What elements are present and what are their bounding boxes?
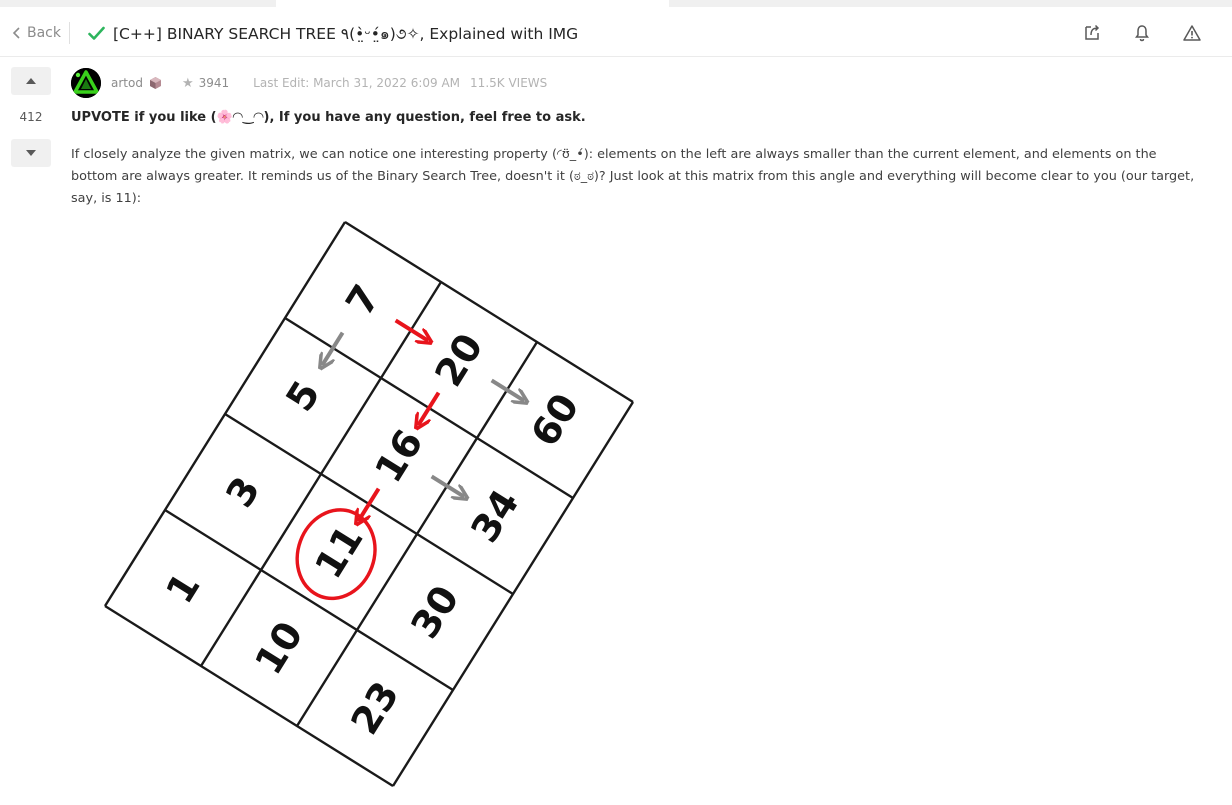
post-heading: UPVOTE if you like (🌸◠‿◠), If you have a… (71, 110, 586, 125)
matrix-cell-value: 10 (246, 614, 311, 682)
post-title-text: [C++] BINARY SEARCH TREE ٩(•̤̀ᵕ•̤́๑)૭✧, … (113, 24, 579, 43)
grid-line (199, 281, 443, 667)
matrix-cell-value: 60 (522, 386, 587, 454)
subscribe-button[interactable] (1132, 23, 1152, 43)
share-icon (1085, 24, 1100, 40)
avatar[interactable] (71, 68, 101, 98)
grid-line (164, 508, 454, 692)
search-path-arrow (394, 318, 429, 340)
back-button[interactable]: Back (12, 24, 61, 42)
triangle-down-icon (26, 150, 36, 156)
grid-line (103, 221, 347, 607)
post-paragraph: If closely analyze the given matrix, we … (71, 147, 1195, 206)
star-icon: ★ (181, 75, 194, 91)
search-arrows (295, 318, 525, 601)
downvote-button[interactable] (11, 139, 51, 167)
vote-panel: 412 (11, 67, 51, 167)
header-divider (69, 22, 70, 44)
last-edit: Last Edit: March 31, 2022 6:09 AM (253, 76, 461, 90)
report-icon (1183, 25, 1201, 41)
post-meta: artod ★ 3941 Last Edit: March 31, 2022 6… (71, 68, 547, 98)
matrix-cell-value: 5 (277, 373, 328, 419)
share-button[interactable] (1082, 23, 1102, 43)
browser-tab-strip (0, 0, 1232, 7)
active-tab (276, 0, 669, 7)
triangle-up-icon (26, 78, 36, 84)
matrix-illustration: 7 20 60 5 16 34 3 11 30 1 10 23 (103, 220, 635, 788)
rank-badge-icon (149, 77, 161, 89)
matrix-cell-value: 20 (426, 326, 491, 394)
matrix-cell-value: 30 (402, 578, 467, 646)
post-title: [C++] BINARY SEARCH TREE ٩(•̤̀ᵕ•̤́๑)૭✧, … (88, 21, 578, 45)
matrix-cell-value: 23 (342, 674, 407, 742)
matrix-cell-value: 34 (462, 482, 527, 550)
chevron-left-icon (12, 27, 20, 39)
reputation: 3941 (198, 76, 230, 90)
upvote-button[interactable] (11, 67, 51, 95)
grid-line (344, 220, 634, 404)
back-label: Back (27, 25, 61, 41)
target-circle (295, 508, 377, 601)
post-header: Back [C++] BINARY SEARCH TREE ٩(•̤̀ᵕ•̤́๑… (0, 7, 1232, 57)
matrix-cells: 7 20 60 5 16 34 3 11 30 1 10 23 (157, 277, 587, 742)
header-actions (1082, 23, 1202, 43)
matrix-cell-value: 16 (366, 422, 431, 490)
matrix-cell-value: 3 (217, 469, 268, 515)
matrix-cell-value: 7 (337, 277, 388, 323)
view-count: 11.5K VIEWS (470, 76, 548, 90)
check-icon (88, 26, 105, 40)
matrix-cell-value: 11 (306, 518, 371, 586)
search-path-arrow (418, 391, 441, 426)
grid-line (104, 604, 394, 788)
vote-count: 412 (19, 110, 43, 124)
author-name[interactable]: artod (111, 76, 143, 90)
report-button[interactable] (1182, 23, 1202, 43)
grid-line (295, 341, 539, 727)
alternate-arrow (490, 378, 525, 400)
matrix-cell-value: 1 (157, 565, 208, 611)
bell-icon (1135, 25, 1149, 42)
alternate-arrow (430, 474, 465, 496)
grid-line (391, 401, 635, 787)
alternate-arrow (322, 331, 345, 366)
avatar-image (71, 68, 101, 98)
